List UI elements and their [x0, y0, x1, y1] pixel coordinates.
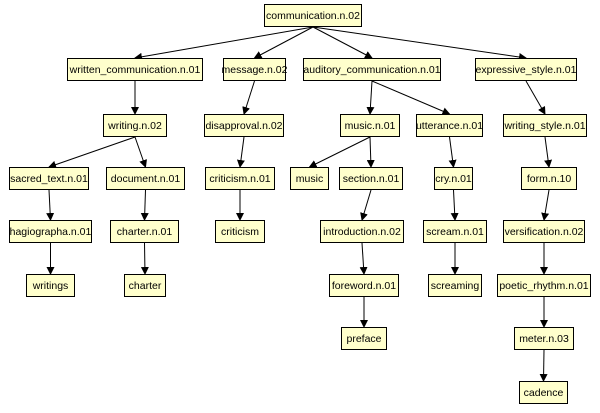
node-cry: cry.n.01 [434, 167, 473, 190]
node-writings: writings [26, 274, 75, 297]
edge-auditory-communication-to-utterance [371, 80, 451, 115]
edge-music-n01-to-music-leaf [308, 136, 371, 168]
edge-message-to-disapproval [242, 80, 255, 115]
node-hagiographa: hagiographa.n.01 [9, 220, 92, 243]
node-communication: communication.n.02 [264, 4, 362, 27]
node-foreword: foreword.n.01 [329, 274, 399, 297]
node-poetic-rhythm: poetic_rhythm.n.01 [497, 274, 591, 297]
node-scream: scream.n.01 [423, 220, 487, 243]
node-section: section.n.01 [339, 167, 403, 190]
edge-writing-style-to-form [544, 136, 553, 168]
edge-expressive-style-to-writing-style [525, 80, 546, 115]
edge-cry-to-scream [450, 189, 459, 221]
edge-communication-to-expressive-style [312, 26, 527, 61]
edge-communication-to-auditory-communication [312, 26, 373, 59]
edge-document-to-charter-n01 [140, 189, 149, 221]
edge-charter-n01-to-charter-leaf [140, 242, 149, 275]
node-form: form.n.10 [521, 167, 577, 190]
edge-introduction-to-foreword [359, 242, 368, 275]
edge-writing-to-document [134, 136, 147, 168]
edge-writing-to-sacred-text [48, 136, 136, 169]
node-document: document.n.01 [106, 167, 185, 190]
node-music-leaf: music [290, 167, 329, 190]
node-screaming: screaming [428, 274, 482, 297]
edge-disapproval-to-criticism-n01 [236, 136, 245, 168]
node-writing: writing.n.02 [103, 114, 167, 137]
node-disapproval: disapproval.n.02 [204, 114, 284, 137]
node-meter: meter.n.03 [514, 327, 574, 350]
node-utterance: utterance.n.01 [416, 114, 483, 137]
node-criticism-leaf: criticism [215, 220, 265, 243]
node-message: message.n.02 [222, 58, 287, 81]
node-written-communication: written_communication.n.01 [67, 58, 203, 81]
edge-form-to-versification [541, 189, 550, 221]
node-sacred-text: sacred_text.n.01 [9, 167, 89, 190]
node-introduction: introduction.n.02 [320, 220, 404, 243]
edge-utterance-to-cry [448, 136, 457, 168]
node-expressive-style: expressive_style.n.01 [475, 58, 577, 81]
edge-auditory-communication-to-music-n01 [366, 80, 375, 115]
edge-sacred-text-to-hagiographa [46, 189, 55, 221]
node-criticism-n01: criticism.n.01 [205, 167, 275, 190]
edge-meter-to-cadence [539, 349, 548, 382]
node-music-n01: music.n.01 [340, 114, 400, 137]
node-charter-leaf: charter [124, 274, 166, 297]
node-preface: preface [341, 327, 387, 350]
edge-section-to-introduction [360, 189, 372, 221]
node-versification: versification.n.02 [503, 220, 585, 243]
edge-communication-to-written-communication [134, 26, 314, 61]
node-writing-style: writing_style.n.01 [503, 114, 587, 137]
edge-music-n01-to-section [366, 136, 375, 168]
node-auditory-communication: auditory_communication.n.01 [303, 58, 441, 81]
edge-communication-to-message [253, 26, 314, 59]
node-cadence: cadence [519, 381, 568, 404]
node-charter-n01: charter.n.01 [110, 220, 179, 243]
